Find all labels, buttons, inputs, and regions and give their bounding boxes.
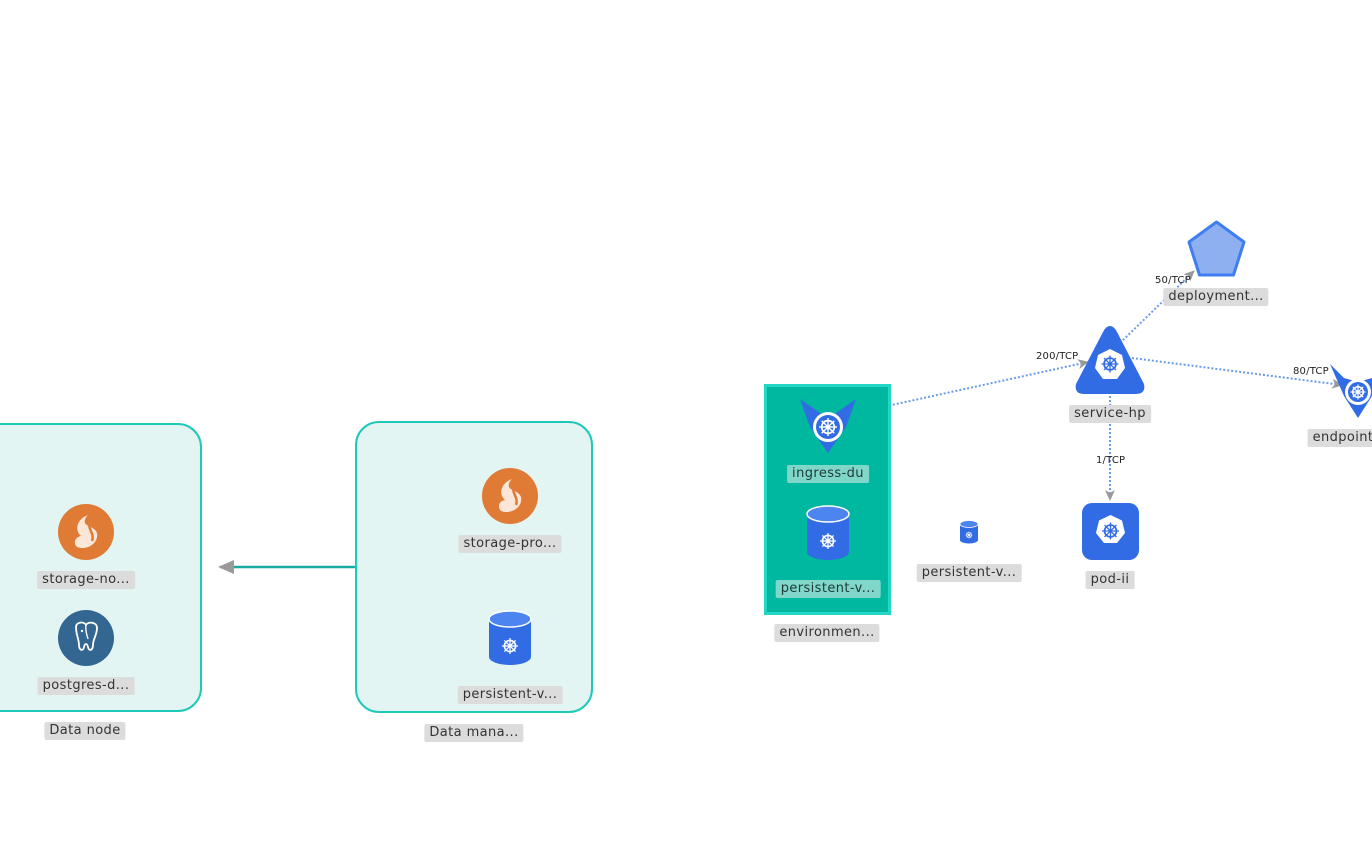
edge-label-service-pod: 1/TCP xyxy=(1096,455,1126,466)
node-label-deployment: deployment... xyxy=(1163,288,1269,306)
persistent-volume-icon[interactable] xyxy=(805,505,851,561)
group-label-data-manager: Data mana... xyxy=(424,724,524,742)
endpoint-icon[interactable] xyxy=(1328,362,1372,420)
node-label-storage-node: storage-no... xyxy=(37,571,135,589)
edge-service-endpoint[interactable] xyxy=(1131,357,1343,389)
edge-label-service-endpoint: 80/TCP xyxy=(1293,366,1329,377)
postgres-icon[interactable] xyxy=(57,609,115,667)
node-label-pv-small: persistent-v... xyxy=(916,564,1022,582)
node-label-storage-provider: storage-pro... xyxy=(458,535,562,553)
storage-icon[interactable] xyxy=(57,503,115,561)
node-label-service: service-hp xyxy=(1069,405,1151,423)
service-icon[interactable] xyxy=(1074,324,1146,396)
edge-label-ingress-service: 200/TCP xyxy=(1036,351,1079,362)
persistent-volume-icon[interactable] xyxy=(487,610,533,666)
node-label-pv-manager: persistent-v... xyxy=(457,686,563,704)
node-label-postgres: postgres-d... xyxy=(37,677,135,695)
deployment-icon[interactable] xyxy=(1186,219,1247,279)
edge-service-deployment[interactable] xyxy=(1119,270,1195,344)
node-label-pv-env: persistent-v... xyxy=(775,580,881,598)
storage-icon[interactable] xyxy=(481,467,539,525)
ingress-icon[interactable] xyxy=(798,397,858,455)
group-data-manager[interactable] xyxy=(355,421,593,713)
node-label-endpoint: endpoint xyxy=(1307,429,1372,447)
group-label-environment: environmen... xyxy=(774,624,880,642)
pod-icon[interactable] xyxy=(1082,503,1139,560)
group-label-data-node: Data node xyxy=(44,722,126,740)
group-data-node[interactable] xyxy=(0,423,202,712)
node-label-pod: pod-ii xyxy=(1085,571,1135,589)
edge-label-service-deployment: 50/TCP xyxy=(1155,275,1191,286)
persistent-volume-icon[interactable] xyxy=(959,520,979,544)
node-label-ingress: ingress-du xyxy=(787,465,869,483)
